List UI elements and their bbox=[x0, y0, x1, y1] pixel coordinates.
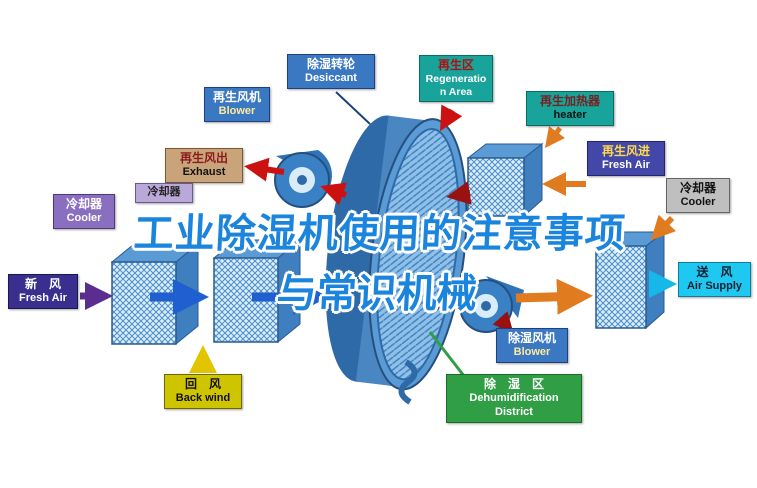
arrow-wheel-to-fan bbox=[320, 182, 347, 206]
regen-blower-fan bbox=[274, 150, 332, 208]
arrow-exhaust bbox=[244, 157, 285, 182]
arrow-fan2-blower-label bbox=[492, 311, 514, 333]
label-regen-area-zh: 再生区 bbox=[437, 58, 474, 72]
desiccant-wheel bbox=[325, 115, 468, 391]
arrow-fan2-to-exch bbox=[515, 278, 593, 315]
arrow-regen-area bbox=[440, 104, 463, 132]
label-desiccant: 除湿转轮 Desiccant bbox=[287, 54, 375, 89]
label-heater: 再生加热器 heater bbox=[526, 91, 614, 126]
label-regen-fresh-air-zh: 再生风进 bbox=[601, 144, 650, 158]
label-fresh-air: 新 风 Fresh Air bbox=[8, 274, 78, 309]
label-regen-area-en: Regeneration Area bbox=[425, 73, 487, 99]
arrow-wheel-to-fan2 bbox=[435, 286, 462, 310]
flow-arrows bbox=[80, 91, 677, 377]
label-cooler-left-zh: 冷却器 bbox=[65, 197, 102, 211]
label-cooler-left-en: Cooler bbox=[66, 212, 102, 224]
label-exhaust-en: Exhaust bbox=[182, 166, 226, 178]
label-dehumid-district-zh: 除 湿 区 bbox=[483, 377, 544, 391]
label-cooler-left: 冷却器 Cooler bbox=[53, 194, 115, 229]
label-cooler-small-zh: 冷却器 bbox=[147, 186, 181, 198]
arrow-exch-to-wheel bbox=[446, 181, 472, 205]
label-back-wind-zh: 回 风 bbox=[184, 377, 221, 391]
label-regen-blower: 再生风机 Blower bbox=[204, 87, 270, 122]
label-regen-blower-en: Blower bbox=[218, 105, 256, 117]
heat-exchanger-right bbox=[594, 230, 666, 330]
label-fresh-air-zh: 新 风 bbox=[24, 277, 61, 291]
label-regen-fresh-air: 再生风进 Fresh Air bbox=[587, 141, 665, 176]
page-title-line2: 与常识机械 bbox=[275, 272, 478, 316]
connector-dehumid-district bbox=[428, 331, 466, 377]
label-fresh-air-en: Fresh Air bbox=[19, 292, 67, 304]
label-heater-zh: 再生加热器 bbox=[539, 94, 600, 108]
arrow-cooler-right bbox=[650, 214, 677, 241]
label-desiccant-en: Desiccant bbox=[305, 72, 357, 84]
page-title: 工业除湿机使用的注意事项 与常识机械 bbox=[0, 201, 757, 319]
regen-heater-exchanger bbox=[466, 142, 544, 218]
label-regen-blower-zh: 再生风机 bbox=[212, 90, 261, 104]
arrow-heater-down bbox=[545, 126, 565, 148]
label-regen-area: 再生区 Regeneration Area bbox=[419, 55, 493, 103]
label-cooler-right-en: Cooler bbox=[680, 196, 716, 208]
label-dehumid-district-en: Dehumidification District bbox=[469, 392, 559, 418]
label-air-supply-en: Air Supply bbox=[686, 280, 742, 292]
connector-desiccant-label bbox=[335, 91, 371, 125]
label-cooler-small: 冷却器 bbox=[135, 183, 193, 203]
label-exhaust-zh: 再生风出 bbox=[179, 151, 228, 165]
label-dehumid-district: 除 湿 区 Dehumidification District bbox=[446, 374, 582, 423]
label-back-wind: 回 风 Back wind bbox=[164, 374, 242, 409]
label-dehumid-blower-zh: 除湿风机 bbox=[507, 331, 556, 345]
label-air-supply: 送 风 Air Supply bbox=[678, 262, 751, 297]
page-title-line1: 工业除湿机使用的注意事项 bbox=[132, 212, 628, 256]
label-dehumid-blower-en: Blower bbox=[513, 346, 551, 358]
label-heater-en: heater bbox=[553, 109, 587, 121]
label-cooler-right: 冷却器 Cooler bbox=[666, 178, 730, 213]
label-cooler-right-zh: 冷却器 bbox=[679, 181, 716, 195]
label-regen-fresh-air-en: Fresh Air bbox=[602, 159, 650, 171]
ribbon-icon bbox=[398, 359, 418, 405]
label-air-supply-zh: 送 风 bbox=[696, 265, 733, 279]
heat-exchanger-left-1 bbox=[110, 242, 200, 346]
label-dehumid-blower: 除湿风机 Blower bbox=[496, 328, 568, 363]
label-desiccant-zh: 除湿转轮 bbox=[306, 57, 355, 71]
label-exhaust: 再生风出 Exhaust bbox=[165, 148, 243, 183]
label-back-wind-en: Back wind bbox=[175, 392, 231, 404]
